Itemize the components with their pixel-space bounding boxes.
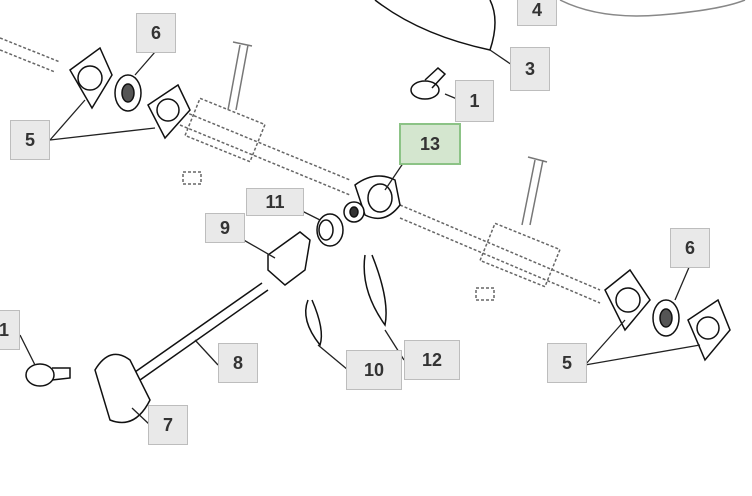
callout-7[interactable]: 7 [148, 405, 188, 445]
callout-8[interactable]: 8 [218, 343, 258, 383]
part-10-hairpin [305, 299, 323, 347]
callout-6-right[interactable]: 6 [670, 228, 710, 268]
bolt-1-lower [25, 363, 55, 387]
callout-11[interactable]: 11 [246, 188, 304, 216]
part-11-spacer [316, 213, 344, 247]
part-7-handle [94, 353, 151, 424]
housing-part [374, 0, 496, 51]
housing-outline [559, 0, 746, 17]
callout-5-left[interactable]: 5 [10, 120, 50, 160]
flange-bearing-left [69, 46, 191, 140]
part-12-hairpin [363, 254, 387, 327]
callout-9[interactable]: 9 [205, 213, 245, 243]
flange-bearing-right [604, 268, 731, 362]
bolt-1-upper-shank [424, 66, 447, 89]
carriage-bolts [227, 41, 548, 226]
callout-1-lower[interactable]: 1 [0, 310, 20, 350]
part-13-arm [343, 175, 401, 223]
callout-5-right[interactable]: 5 [547, 343, 587, 383]
callout-13-highlighted[interactable]: 13 [399, 123, 461, 165]
part-9-clevis [267, 231, 311, 286]
callout-1-upper[interactable]: 1 [455, 80, 494, 122]
callout-6-left[interactable]: 6 [136, 13, 176, 53]
callout-3[interactable]: 3 [510, 47, 550, 91]
callout-4[interactable]: 4 [517, 0, 557, 26]
callout-12[interactable]: 12 [404, 340, 460, 380]
shaft-hidden-lines [0, 37, 601, 304]
callout-10[interactable]: 10 [346, 350, 402, 390]
bolt-1-upper [410, 80, 440, 100]
part-8-rod [134, 282, 269, 381]
bolt-1-lower-shank [51, 367, 71, 381]
